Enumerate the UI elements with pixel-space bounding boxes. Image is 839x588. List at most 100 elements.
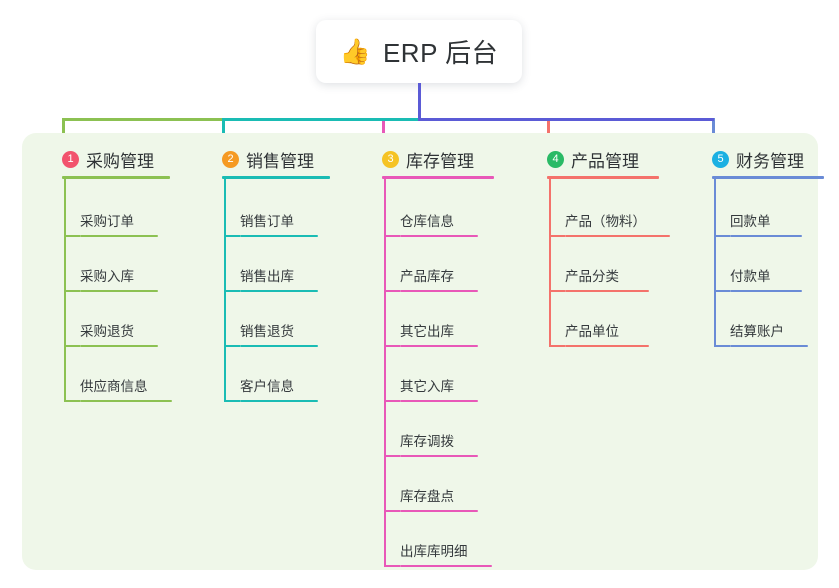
branch-title-4: 产品管理 — [571, 151, 639, 171]
leaf-connector — [384, 345, 400, 347]
leaf-item[interactable]: 库存盘点 — [384, 489, 478, 512]
leaf-connector — [64, 400, 80, 402]
bus-segment-1 — [62, 118, 224, 121]
leaf-item[interactable]: 付款单 — [714, 269, 802, 292]
leaf-rule — [400, 510, 478, 512]
leaf-rule — [240, 345, 318, 347]
branch-rail-3 — [384, 179, 386, 565]
leaf-label: 产品单位 — [565, 324, 619, 339]
leaf-label: 销售出库 — [240, 269, 294, 284]
leaf-item[interactable]: 库存调拨 — [384, 434, 478, 457]
leaf-rule — [240, 235, 318, 237]
leaf-rule — [400, 400, 478, 402]
leaf-rule — [565, 235, 670, 237]
leaf-item[interactable]: 产品分类 — [549, 269, 649, 292]
leaf-item[interactable]: 结算账户 — [714, 324, 808, 347]
leaf-item[interactable]: 产品单位 — [549, 324, 649, 347]
root-node[interactable]: 👍 ERP 后台 — [316, 20, 522, 83]
leaf-connector — [224, 400, 240, 402]
leaf-connector — [714, 235, 730, 237]
leaf-connector — [64, 235, 80, 237]
leaf-label: 产品库存 — [400, 269, 454, 284]
leaf-rule — [80, 235, 158, 237]
leaf-rule — [400, 565, 492, 567]
leaf-item[interactable]: 采购入库 — [64, 269, 158, 292]
branch-badge-3: 3 — [382, 150, 399, 168]
leaf-item[interactable]: 采购退货 — [64, 324, 158, 347]
leaf-label: 其它入库 — [400, 379, 454, 394]
leaf-label: 库存调拨 — [400, 434, 454, 449]
leaf-connector — [384, 510, 400, 512]
leaf-item[interactable]: 回款单 — [714, 214, 802, 237]
leaf-item[interactable]: 销售出库 — [224, 269, 318, 292]
leaf-label: 出库库明细 — [400, 544, 468, 559]
leaf-item[interactable]: 其它入库 — [384, 379, 478, 402]
leaf-item[interactable]: 客户信息 — [224, 379, 318, 402]
leaf-connector — [714, 290, 730, 292]
leaf-rule — [80, 400, 172, 402]
leaf-label: 采购退货 — [80, 324, 134, 339]
leaf-label: 仓库信息 — [400, 214, 454, 229]
leaf-label: 结算账户 — [730, 324, 784, 339]
leaf-rule — [400, 290, 478, 292]
leaf-rule — [240, 290, 318, 292]
leaf-connector — [384, 290, 400, 292]
leaf-rule — [730, 345, 808, 347]
leaf-item[interactable]: 销售退货 — [224, 324, 318, 347]
leaf-item[interactable]: 其它出库 — [384, 324, 478, 347]
leaf-connector — [384, 235, 400, 237]
branch-badge-2: 2 — [222, 150, 239, 168]
branch-title-1: 采购管理 — [86, 151, 154, 171]
leaf-label: 采购入库 — [80, 269, 134, 284]
branch-header-2[interactable]: 2 销售管理 — [222, 146, 314, 172]
leaf-label: 付款单 — [730, 269, 771, 284]
branch-column-2: 2 销售管理销售订单销售出库销售退货客户信息 — [222, 146, 330, 402]
leaf-connector — [224, 290, 240, 292]
leaf-connector — [714, 345, 730, 347]
branch-header-rule-3 — [382, 176, 494, 179]
leaf-rule — [400, 235, 478, 237]
leaf-item[interactable]: 仓库信息 — [384, 214, 478, 237]
leaf-connector — [224, 345, 240, 347]
leaf-item[interactable]: 供应商信息 — [64, 379, 172, 402]
branch-rail-2 — [224, 179, 226, 400]
leaf-item[interactable]: 销售订单 — [224, 214, 318, 237]
thumbs-up-icon: 👍 — [339, 37, 371, 66]
branch-title-5: 财务管理 — [736, 151, 804, 171]
leaf-label: 产品分类 — [565, 269, 619, 284]
leaf-item[interactable]: 产品库存 — [384, 269, 478, 292]
branch-header-rule-1 — [62, 176, 170, 179]
branch-title-2: 销售管理 — [246, 151, 314, 171]
bus-segment-3 — [418, 118, 714, 121]
leaf-rule — [730, 290, 802, 292]
leaf-rule — [730, 235, 802, 237]
leaf-rule — [240, 400, 318, 402]
leaf-item[interactable]: 产品（物料） — [549, 214, 670, 237]
bus-segment-2 — [222, 118, 420, 121]
leaf-rule — [565, 345, 649, 347]
leaf-item[interactable]: 出库库明细 — [384, 544, 492, 567]
leaf-rule — [565, 290, 649, 292]
leaf-label: 客户信息 — [240, 379, 294, 394]
branch-header-rule-4 — [547, 176, 659, 179]
leaf-label: 销售订单 — [240, 214, 294, 229]
leaf-item[interactable]: 采购订单 — [64, 214, 158, 237]
leaf-rule — [400, 345, 478, 347]
leaf-connector — [64, 345, 80, 347]
branch-header-rule-2 — [222, 176, 330, 179]
leaf-label: 销售退货 — [240, 324, 294, 339]
leaf-rule — [400, 455, 478, 457]
leaf-label: 产品（物料） — [565, 214, 646, 229]
leaf-connector — [224, 235, 240, 237]
root-node-title: ERP 后台 — [382, 38, 499, 68]
root-stem — [418, 83, 421, 121]
